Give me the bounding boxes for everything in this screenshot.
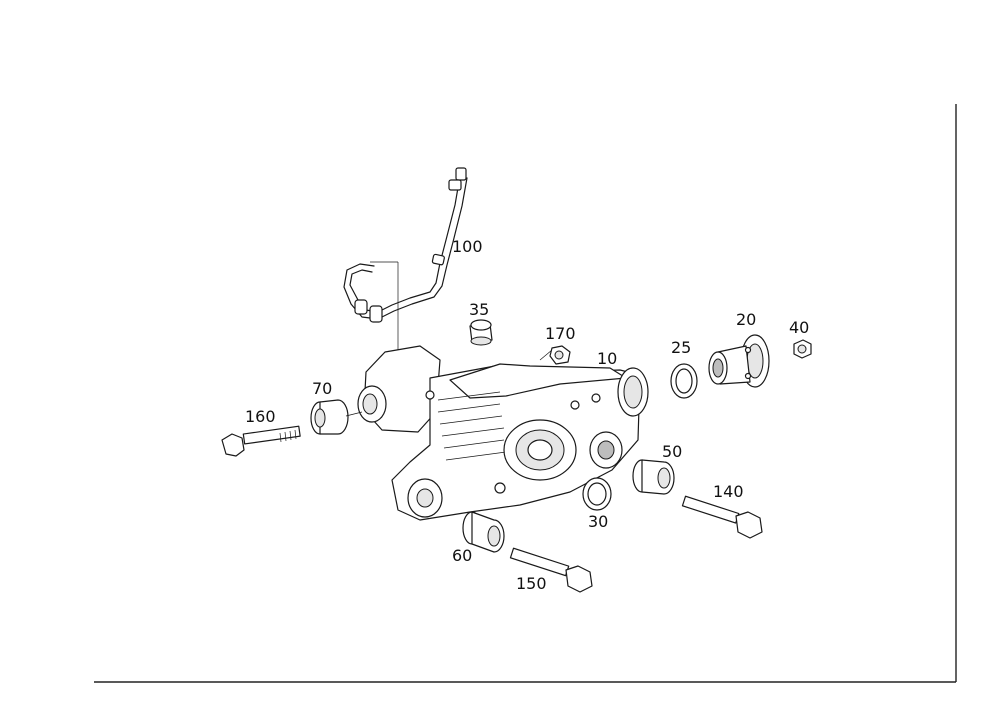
callout-10: 10 bbox=[597, 349, 617, 368]
callout-50: 50 bbox=[662, 442, 682, 461]
callout-70: 70 bbox=[312, 379, 332, 398]
breather-hose-part-100 bbox=[343, 167, 468, 400]
callout-160: 160 bbox=[245, 407, 276, 426]
seal-ring-part-25 bbox=[670, 363, 698, 399]
callout-140: 140 bbox=[713, 482, 744, 501]
nut-part-170 bbox=[549, 345, 571, 365]
differential-housing-part-10 bbox=[357, 345, 649, 521]
seal-ring-part-30 bbox=[582, 477, 612, 511]
plug-part-35 bbox=[469, 319, 493, 346]
nut-part-40 bbox=[793, 339, 812, 359]
callout-40: 40 bbox=[789, 318, 809, 337]
callout-20: 20 bbox=[736, 310, 756, 329]
callout-35: 35 bbox=[469, 300, 489, 319]
rubber-bushing-part-70 bbox=[310, 399, 363, 435]
callout-25: 25 bbox=[671, 338, 691, 357]
callout-170: 170 bbox=[545, 324, 576, 343]
bolt-part-150 bbox=[509, 547, 593, 593]
rubber-bushing-part-50 bbox=[632, 459, 675, 495]
callout-30: 30 bbox=[588, 512, 608, 531]
callout-150: 150 bbox=[516, 574, 547, 593]
callout-60: 60 bbox=[452, 546, 472, 565]
bolt-part-140 bbox=[681, 495, 763, 539]
callout-100: 100 bbox=[452, 237, 483, 256]
bolt-part-160 bbox=[221, 425, 301, 457]
rubber-bushing-part-60 bbox=[462, 511, 505, 553]
drive-flange-part-20 bbox=[708, 334, 770, 388]
